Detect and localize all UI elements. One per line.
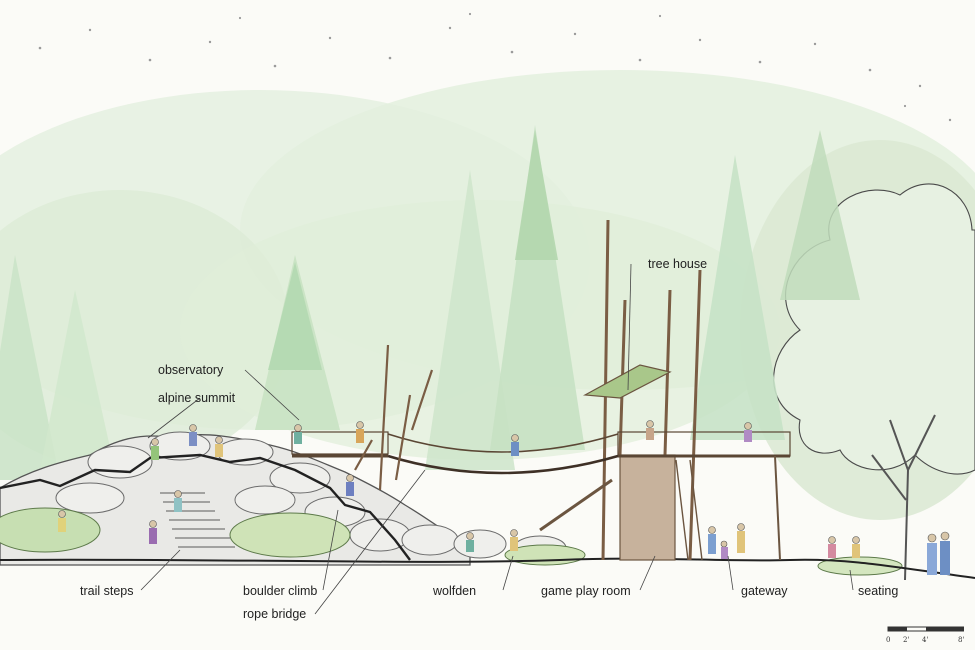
scale-tick-0: 0 — [886, 636, 891, 644]
label-rope-bridge: rope bridge — [243, 607, 307, 621]
ground-line — [0, 557, 975, 579]
label-observatory: observatory — [158, 363, 224, 377]
people-figures — [58, 420, 950, 575]
label-gateway: gateway — [741, 584, 788, 598]
scale-tick-1: 2' — [903, 636, 910, 644]
trail-steps-illustration — [160, 492, 235, 548]
label-trail-steps: trail steps — [80, 584, 134, 598]
label-boulder-climb: boulder climb — [243, 584, 318, 598]
label-wolfden: wolfden — [433, 584, 477, 598]
sky-stars — [38, 12, 952, 122]
scale-tick-3: 8' — [958, 636, 965, 644]
label-game-play-room: game play room — [541, 584, 631, 598]
conifer-trees — [0, 125, 860, 480]
tree-house-structure — [539, 219, 791, 561]
label-seating: seating — [858, 584, 899, 598]
label-leader-lines — [140, 263, 854, 615]
rope-bridge-structure — [291, 344, 619, 491]
label-tree-house: tree house — [648, 257, 708, 271]
scale-tick-2: 4' — [922, 636, 929, 644]
scale-bar: 0 2' 4' 8' — [884, 624, 965, 648]
label-alpine-summit: alpine summit — [158, 391, 236, 405]
